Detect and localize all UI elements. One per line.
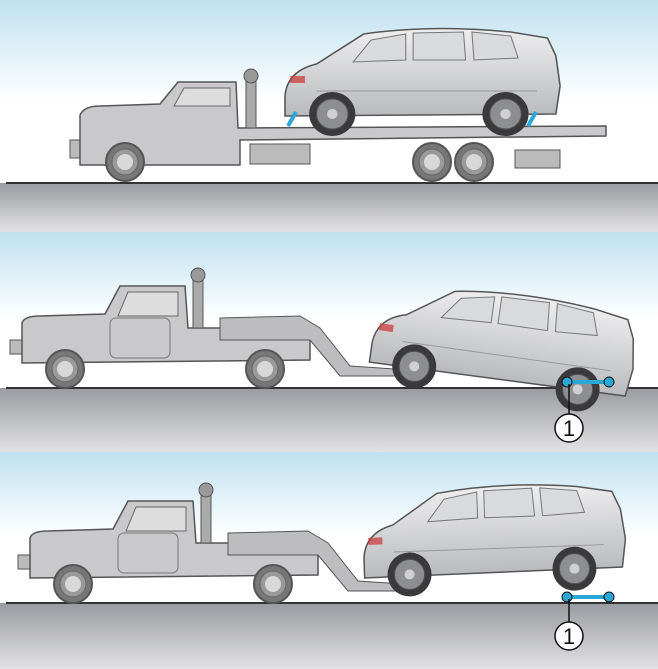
flatbed-truck — [69, 68, 607, 182]
callout-1: 1 — [554, 384, 584, 443]
panel-wheel-lift-1: 1 — [0, 232, 658, 452]
panel-flatbed — [0, 0, 658, 232]
callout-label: 1 — [563, 416, 575, 441]
callout-1: 1 — [554, 599, 584, 651]
callout-label: 1 — [563, 624, 575, 649]
panel-wheel-lift-2: 1 — [0, 452, 658, 669]
car-on-flatbed — [285, 28, 560, 136]
wheel-dolly — [561, 591, 615, 603]
